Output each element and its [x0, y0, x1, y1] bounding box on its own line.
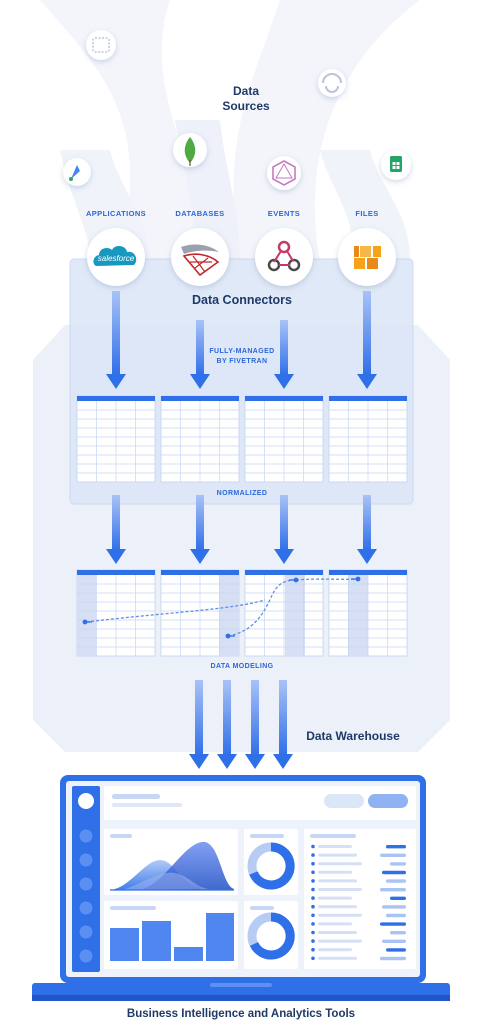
list-item [311, 853, 406, 857]
list-item [311, 947, 406, 952]
normalized-label: NORMALIZED [216, 490, 268, 497]
modeled-table [76, 569, 156, 657]
warehouse-icon [86, 30, 116, 60]
modeled-table [328, 569, 408, 657]
google-sheets-icon [381, 150, 411, 180]
category-label-databases: DATABASES [175, 209, 225, 218]
normalized-table [160, 395, 240, 483]
key-icon [289, 577, 299, 583]
normalized-tables [76, 395, 408, 483]
key-icon [351, 576, 361, 582]
key-icon [225, 633, 235, 639]
list-item [311, 896, 406, 900]
data-sources-title: Data Sources [222, 84, 270, 113]
list-item [311, 879, 406, 883]
fivetran-icon [318, 69, 346, 97]
key-icon [82, 619, 92, 625]
list-item [311, 930, 406, 935]
connector-arrows [106, 291, 377, 389]
list-item [311, 904, 406, 909]
modeled-table [244, 569, 324, 657]
warehouse-to-bi-arrows [189, 680, 293, 769]
modeled-table [160, 569, 240, 657]
fully-managed-label: FULLY-MANAGED BY FIVETRAN [209, 348, 275, 365]
category-label-files: FILES [355, 209, 379, 218]
sql-server-logo [171, 228, 229, 286]
category-label-applications: APPLICATIONS [85, 209, 147, 218]
data-warehouse-title: Data Warehouse [306, 729, 400, 743]
list-item [311, 861, 406, 866]
salesforce-logo-text: salesforce [98, 254, 135, 263]
mongodb-icon [173, 133, 207, 167]
connectors-panel [69, 258, 414, 505]
model-join-lines [82, 576, 361, 639]
list-item [311, 956, 406, 961]
bi-tools-title: Business Intelligence and Analytics Tool… [126, 1008, 356, 1020]
header-pill-button [368, 794, 408, 808]
list-item [311, 922, 406, 926]
modeled-tables [76, 569, 408, 657]
list-item [311, 913, 406, 918]
webhooks-logo [255, 228, 313, 286]
list-item [311, 939, 406, 943]
normalized-table [328, 395, 408, 483]
amazon-s3-logo [338, 228, 396, 286]
normalized-table [76, 395, 156, 483]
normalized-table [244, 395, 324, 483]
category-label-events: EVENTS [267, 209, 301, 218]
list-item [311, 870, 406, 875]
adwords-icon [63, 158, 91, 186]
data-modeling-label: DATA MODELING [210, 663, 274, 670]
header-pill-button [324, 794, 364, 808]
data-connectors-title: Data Connectors [191, 293, 293, 307]
bi-laptop [32, 775, 450, 1001]
salesforce-logo: salesforce [87, 228, 145, 286]
graphql-icon [267, 156, 301, 190]
list-item [311, 844, 406, 849]
normalize-arrows [106, 495, 377, 564]
list-item [311, 887, 406, 892]
